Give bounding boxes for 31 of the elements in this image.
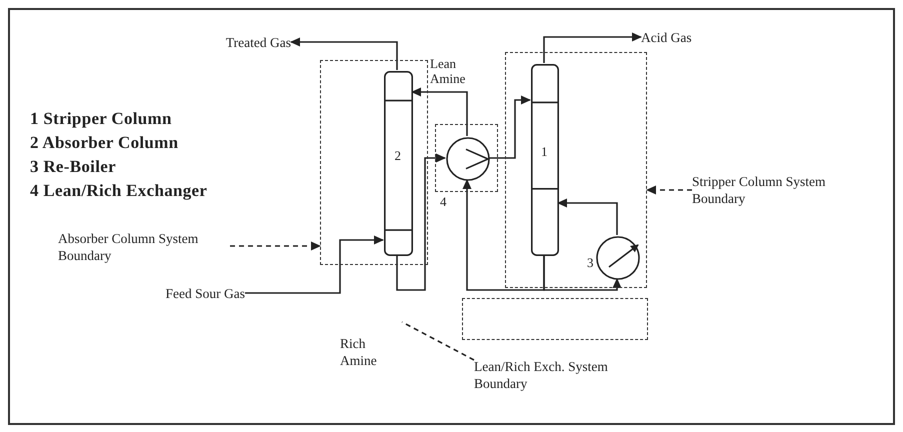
equipment-number: 3 (587, 256, 594, 270)
boundary-label: Absorber Column System Boundary (58, 229, 230, 265)
key-entry: 1 Stripper Column (30, 108, 173, 129)
stream-label: Rich Amine (340, 335, 378, 369)
key-entry: 3 Re-Boiler (30, 156, 117, 177)
system-boundary (505, 52, 647, 288)
flow-arrow (489, 96, 531, 159)
boundary-label: Lean/Rich Exch. System Boundary (474, 357, 646, 393)
flow-arrow (543, 32, 642, 63)
flow-arrow (462, 179, 545, 291)
flow-arrow (290, 38, 398, 70)
key-entry: 4 Lean/Rich Exchanger (30, 180, 208, 201)
leader-line (230, 242, 321, 250)
leader-line (402, 321, 474, 361)
equipment-number: 1 (541, 144, 548, 159)
flow-arrow (245, 236, 384, 294)
column-vessel (531, 64, 559, 256)
key-entry: 2 Absorber Column (30, 132, 180, 153)
equipment-number: 2 (394, 148, 401, 163)
leader-line (646, 186, 692, 194)
column-vessel (384, 71, 413, 256)
stream-label: Acid Gas (641, 28, 703, 46)
boundary-label: Stripper Column System Boundary (692, 172, 864, 208)
flow-arrow (411, 88, 468, 136)
flow-arrow (557, 198, 618, 235)
system-boundary (462, 298, 648, 340)
flow-arrow (396, 154, 446, 291)
equipment-number: 4 (440, 195, 446, 209)
stream-label: Feed Sour Gas (148, 284, 245, 302)
stream-label: Treated Gas (205, 33, 291, 51)
system-boundary (320, 60, 428, 265)
